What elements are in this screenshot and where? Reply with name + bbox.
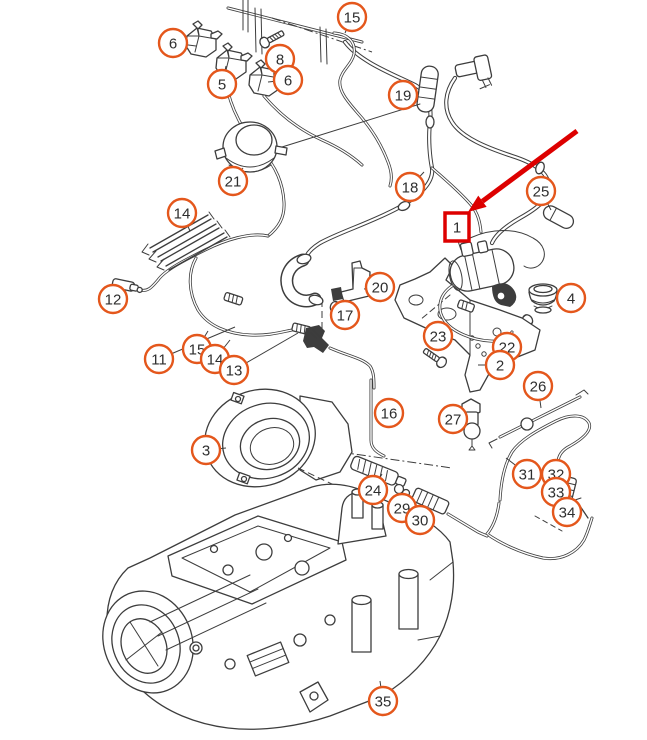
callout-number-26: 26 xyxy=(530,378,547,395)
callout-circle-19 xyxy=(387,79,419,111)
callout-circle-15 xyxy=(336,1,368,33)
callout-circle-17 xyxy=(329,299,361,331)
callout-number-34: 34 xyxy=(559,504,576,521)
callout-number-13: 13 xyxy=(226,362,243,379)
callout-circle-6 xyxy=(272,64,304,96)
supercharger-assembly-35 xyxy=(102,483,455,730)
highlight-arrow-head xyxy=(468,195,487,212)
callout-number-4: 4 xyxy=(567,290,575,307)
callout-circle-21 xyxy=(217,165,249,197)
callout-circle-12 xyxy=(97,283,129,315)
callout-number-11: 11 xyxy=(151,351,167,368)
callout-number-23: 23 xyxy=(430,328,447,345)
callout-number-12: 12 xyxy=(105,291,122,308)
callout-number-18: 18 xyxy=(402,179,419,196)
callout-number-30: 30 xyxy=(412,512,429,529)
hose-harness xyxy=(130,31,483,390)
callout-number-25: 25 xyxy=(533,183,550,200)
callout-number-8: 8 xyxy=(276,51,284,68)
retaining-clips-14 xyxy=(141,211,231,271)
callout-number-2: 2 xyxy=(496,357,504,374)
bracket-20 xyxy=(331,260,371,303)
callout-number-20: 20 xyxy=(372,279,389,296)
callout-circle-6 xyxy=(157,27,189,59)
check-valve-25 xyxy=(542,205,575,229)
callout-number-33: 33 xyxy=(548,484,565,501)
callout-circle-25 xyxy=(525,175,557,207)
vacuum-actuator-21 xyxy=(214,103,421,173)
callout-number-29: 29 xyxy=(394,500,411,517)
pipe-16 xyxy=(339,378,453,469)
rod-26 xyxy=(488,389,589,449)
callout-number-16: 16 xyxy=(381,405,398,422)
callout-number-35: 35 xyxy=(375,693,392,710)
callout-circle-24 xyxy=(357,474,389,506)
callout-number-14: 14 xyxy=(207,351,224,368)
callout-circle-27 xyxy=(437,403,469,435)
breather-hose xyxy=(446,54,549,243)
callout-circle-3 xyxy=(190,434,222,466)
callout-circle-14 xyxy=(166,197,198,229)
callout-circle-35 xyxy=(367,685,399,717)
highlight-arrow-shaft xyxy=(480,128,579,204)
fuel-line-loop-31 xyxy=(485,414,594,561)
callout-circle-26 xyxy=(522,370,554,402)
callout-circle-2 xyxy=(484,349,516,381)
callout-circle-4 xyxy=(555,282,587,314)
callout-circle-11 xyxy=(143,343,175,375)
fuel-filter-part-1 xyxy=(419,230,545,343)
callout-circle-20 xyxy=(364,271,396,303)
grommet-4 xyxy=(528,283,558,314)
callout-number-31: 31 xyxy=(519,466,536,483)
callout-number-14: 14 xyxy=(174,205,191,222)
hose-fittings xyxy=(223,292,329,353)
callout-number-3: 3 xyxy=(202,442,210,459)
highlight-layer: 1 xyxy=(443,128,579,251)
callout-number-6: 6 xyxy=(169,35,177,52)
ribbed-tube-19 xyxy=(416,65,439,113)
throttle-body-3 xyxy=(204,388,426,529)
callout-number-21: 21 xyxy=(225,173,242,190)
callout-circle-16 xyxy=(373,397,405,429)
highlighted-part-box xyxy=(443,211,471,243)
callout-circle-34 xyxy=(551,496,583,528)
callout-number-5: 5 xyxy=(218,76,226,93)
callout-circle-5 xyxy=(206,68,238,100)
highlighted-part-number: 1 xyxy=(453,219,461,236)
callout-number-27: 27 xyxy=(445,411,462,428)
callout-circle-18 xyxy=(394,171,426,203)
callout-number-24: 24 xyxy=(365,482,382,499)
elbow-hose xyxy=(280,253,324,308)
callout-number-17: 17 xyxy=(337,307,354,324)
solenoid-valve-6a xyxy=(185,20,223,58)
callout-circle-23 xyxy=(422,320,454,352)
callout-circle-13 xyxy=(218,354,250,386)
callout-number-19: 19 xyxy=(395,87,412,104)
callout-number-6: 6 xyxy=(284,72,292,89)
callout-number-15: 15 xyxy=(344,9,361,26)
callout-circle-30 xyxy=(404,504,436,536)
